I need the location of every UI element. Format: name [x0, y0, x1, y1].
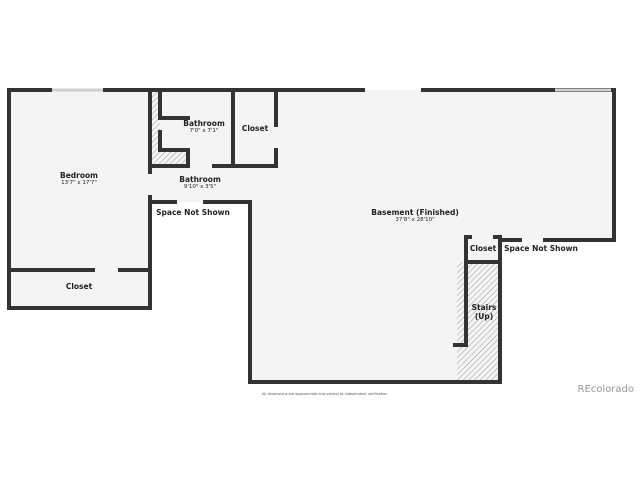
room-name: Closet: [65, 282, 93, 291]
room-dims: 13'7" x 17'7": [61, 180, 97, 186]
room-closet-bedroom: Closet: [66, 282, 92, 291]
room-dims: 9'10" x 3'5": [183, 184, 217, 190]
room-dims: 7'0" x 7'1": [189, 128, 219, 134]
room-name: Basement (Finished): [371, 208, 459, 217]
room-name: Space Not Shown: [504, 244, 578, 253]
room-space-not-shown-right: Space Not Shown: [504, 244, 578, 253]
room-bedroom: Bedroom 13'7" x 17'7": [60, 171, 98, 187]
room-closet-right: Closet: [470, 244, 496, 253]
brand-logo: REcolorado: [577, 384, 634, 395]
room-bathroom-upper: Bathroom 7'0" x 7'1": [183, 119, 225, 135]
room-closet-upper: Closet: [242, 124, 268, 133]
room-bathroom-lower: Bathroom 9'10" x 3'5": [179, 175, 221, 191]
room-name: Stairs: [471, 303, 497, 312]
room-name: Closet: [469, 244, 497, 253]
walls: [7, 88, 616, 384]
room-name: Space Not Shown: [156, 208, 230, 217]
room-stairs: Stairs (Up): [472, 303, 497, 321]
stairs-direction: (Up): [474, 312, 494, 321]
room-basement: Basement (Finished) 37'8" x 28'10": [371, 208, 458, 224]
disclaimer: All dimensions are approximate and subje…: [262, 392, 388, 396]
room-space-not-shown-left: Space Not Shown: [156, 208, 230, 217]
room-name: Bathroom: [183, 119, 225, 128]
room-name: Closet: [241, 124, 269, 133]
room-name: Bathroom: [179, 175, 221, 184]
room-name: Bedroom: [60, 171, 98, 180]
floor-areas: [9, 90, 614, 382]
room-dims: 37'8" x 28'10": [395, 217, 435, 223]
